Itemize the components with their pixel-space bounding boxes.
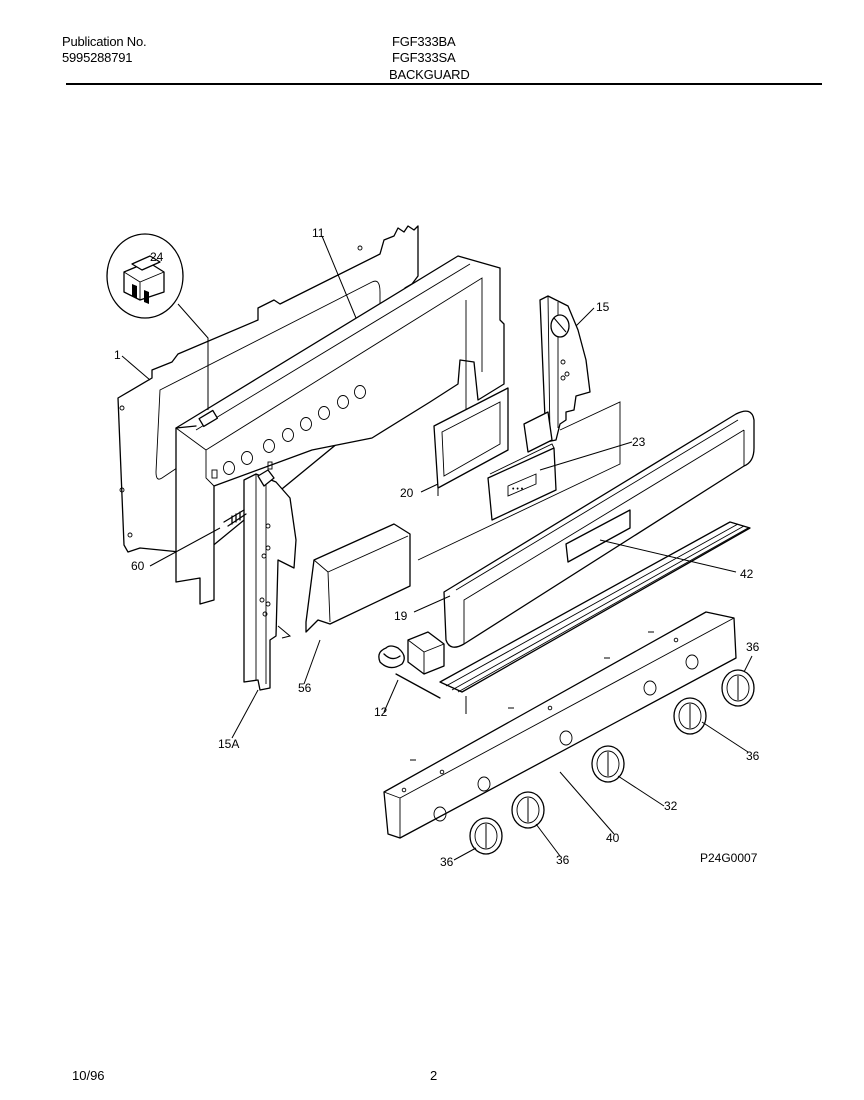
callout-24: 24 bbox=[150, 250, 164, 264]
model-number-1: FGF333BA bbox=[392, 34, 456, 49]
callout-12: 12 bbox=[374, 705, 388, 719]
callout-11: 11 bbox=[312, 226, 325, 240]
knob-2 bbox=[511, 791, 545, 829]
knobs bbox=[469, 669, 755, 855]
callout-19: 19 bbox=[394, 609, 408, 623]
footer-date: 10/96 bbox=[72, 1068, 105, 1083]
callout-40: 40 bbox=[606, 831, 620, 845]
svg-text:• • •: • • • bbox=[512, 486, 524, 493]
callout-36-a: 36 bbox=[746, 640, 760, 654]
knob-5 bbox=[721, 669, 755, 707]
publication-number: 5995288791 bbox=[62, 50, 133, 65]
callout-20: 23 bbox=[632, 435, 646, 449]
callout-labels: 11 24 1 15 23 20 60 42 19 56 12 15A 36 3… bbox=[114, 226, 760, 869]
right-side-bracket bbox=[539, 295, 591, 443]
leader-lines bbox=[121, 235, 753, 861]
callout-60: 60 bbox=[131, 559, 145, 573]
callout-15: 15 bbox=[596, 300, 610, 314]
callout-42: 42 bbox=[740, 567, 754, 581]
callout-36-b: 36 bbox=[746, 749, 760, 763]
clock-timer: • • • bbox=[487, 411, 557, 521]
drawing-code: P24G0007 bbox=[700, 851, 758, 865]
window-frame bbox=[433, 387, 509, 496]
knob-3 bbox=[591, 745, 625, 783]
screw bbox=[223, 509, 247, 527]
trim-strip bbox=[439, 521, 751, 714]
knob-1 bbox=[469, 817, 503, 855]
header-rule bbox=[66, 83, 822, 85]
callout-32: 32 bbox=[664, 799, 678, 813]
publication-label: Publication No. bbox=[62, 34, 147, 49]
callout-15a: 15A bbox=[218, 737, 239, 751]
switch-detail bbox=[106, 233, 209, 410]
callout-1: 1 bbox=[114, 348, 121, 362]
callout-36-c: 36 bbox=[556, 853, 570, 867]
footer-page-number: 2 bbox=[430, 1068, 438, 1083]
lower-trim bbox=[305, 401, 621, 633]
section-title: BACKGUARD bbox=[389, 67, 470, 82]
knob-4 bbox=[673, 697, 707, 735]
callout-36-d: 36 bbox=[440, 855, 454, 869]
model-number-2: FGF333SA bbox=[392, 50, 456, 65]
thermostat bbox=[378, 631, 445, 699]
manifold-panel bbox=[383, 611, 737, 839]
control-panel-housing bbox=[175, 255, 505, 605]
left-side-bracket bbox=[243, 469, 297, 691]
callout-23: 20 bbox=[400, 486, 414, 500]
control-console bbox=[443, 410, 755, 648]
callout-56: 56 bbox=[298, 681, 312, 695]
